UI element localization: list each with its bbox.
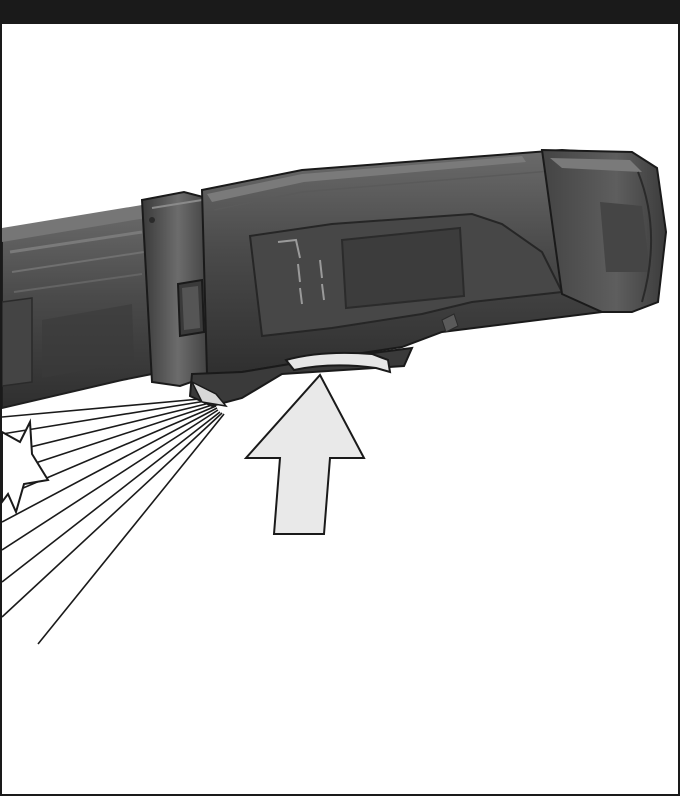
flashlight-illustration bbox=[2, 148, 668, 645]
light-burst-icon bbox=[2, 418, 50, 515]
mode-marks bbox=[277, 238, 325, 305]
header-bar bbox=[2, 2, 678, 24]
light-rays bbox=[2, 397, 225, 645]
flashlight-body bbox=[2, 148, 668, 410]
trigger bbox=[284, 351, 392, 374]
up-arrow-icon bbox=[243, 373, 366, 535]
